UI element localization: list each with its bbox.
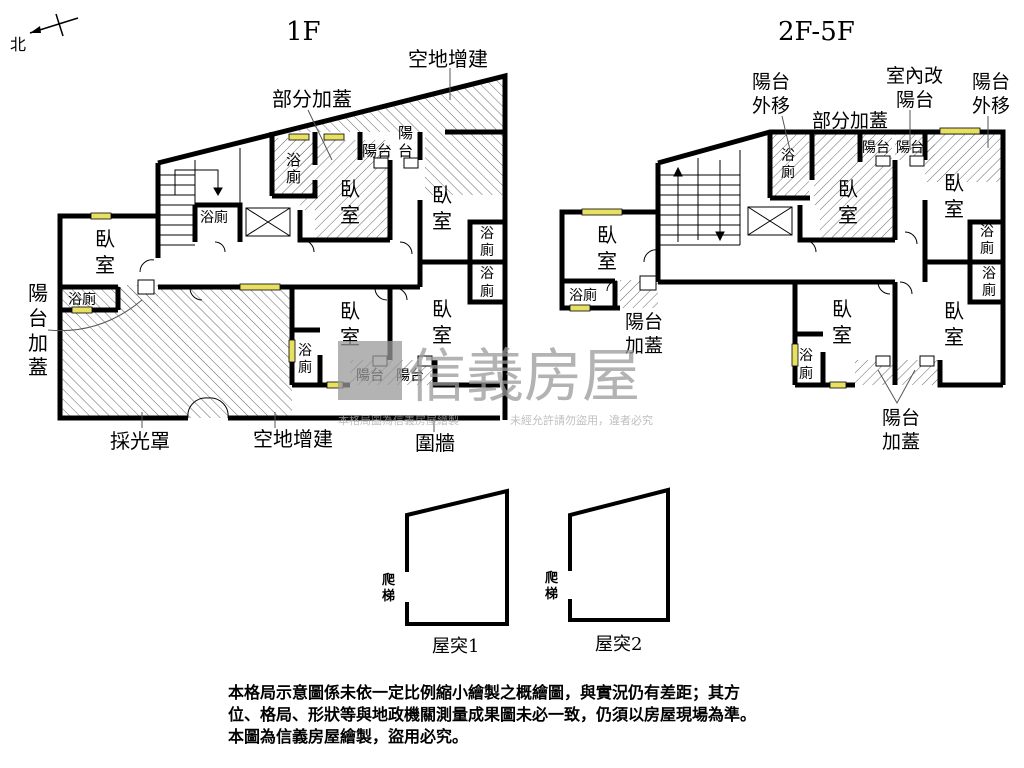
label-balcony-addition: 陽 (28, 281, 48, 305)
label-ladder: 爬 (544, 570, 559, 586)
label-balcony-moved-right: 陽台 (972, 71, 1010, 93)
1f-doors (139, 239, 413, 419)
disclaimer-note: 本格局示意圖係未依一定比例縮小繪製之概繪圖，與實況仍有差距；其方 位、格局、形狀… (228, 682, 908, 748)
roof-1-title: 屋突1 (432, 636, 479, 657)
label-bedroom: 室 (340, 203, 360, 227)
label-balcony-addition-bottom: 加蓋 (882, 431, 920, 453)
roof-2-title: 屋突2 (595, 634, 642, 655)
roof-structure-2: 爬 梯 屋突2 (544, 487, 670, 655)
label-balcony-b: 陽 (398, 124, 413, 142)
label-bedroom: 室 (944, 197, 964, 221)
label-bedroom: 臥 (95, 227, 115, 251)
disclaimer-line-2: 位、格局、形狀等與地政機關測量成果圖未必一致，仍須以房屋現場為準。 (228, 705, 757, 724)
label-indoor-to-balcony: 陽台 (896, 89, 934, 111)
label-bedroom: 室 (832, 323, 852, 347)
label-balcony-addition-bottom: 陽台 (882, 407, 920, 429)
label-balcony-b2: 台 (398, 142, 413, 160)
label-bath: 廁 (480, 242, 494, 259)
floor-2f-5f-title: 2F-5F (778, 17, 855, 47)
label-bedroom: 臥 (432, 183, 452, 207)
label-bath: 浴 (781, 148, 795, 164)
label-bath: 廁 (982, 282, 996, 299)
label-bath: 浴廁 (569, 287, 597, 304)
label-empty-land-ext-bottom: 空地增建 (253, 427, 333, 451)
label-bedroom: 臥 (340, 177, 360, 201)
label-bedroom: 室 (597, 249, 617, 273)
label-balcony-addition: 台 (28, 306, 48, 330)
label-bedroom: 臥 (944, 299, 964, 323)
1f-staircase (158, 148, 241, 246)
label-bath: 浴 (799, 348, 813, 364)
label-bath: 浴 (298, 343, 312, 359)
1f-elevator-icon (245, 207, 291, 237)
label-bedroom: 臥 (597, 223, 617, 247)
label-bedroom: 臥 (944, 171, 964, 195)
watermark-brand: 信義房屋 (408, 342, 640, 410)
floor-1f-plan: 1F (28, 17, 508, 455)
disclaimer-line-1: 本格局示意圖係未依一定比例縮小繪製之概繪圖，與實況仍有差距；其方 (228, 683, 741, 702)
label-bath: 浴 (982, 266, 996, 282)
label-bath: 廁 (980, 240, 994, 257)
label-indoor-to-balcony: 室內改 (886, 65, 943, 87)
label-bedroom: 室 (944, 325, 964, 349)
label-bedroom: 室 (432, 323, 452, 347)
label-bedroom: 臥 (832, 297, 852, 321)
label-fence-wall: 圍牆 (415, 431, 455, 455)
label-bath: 浴 (980, 224, 994, 240)
label-ladder: 梯 (382, 588, 395, 604)
north-compass-icon: 北 (10, 13, 79, 54)
brand-logo-icon (338, 341, 402, 400)
label-bedroom: 臥 (432, 297, 452, 321)
watermark-notice-left: 本格局圖為信義房屋繪製 (338, 413, 459, 427)
roof-structure-1: 爬 梯 屋突1 (381, 488, 509, 657)
label-balcony-moved-right: 外移 (972, 95, 1010, 117)
label-ladder: 梯 (545, 586, 558, 602)
2f-5f-elevator-icon (747, 206, 793, 236)
label-balcony-a: 陽台 (362, 142, 392, 160)
label-bath: 廁 (781, 164, 795, 181)
floor-1f-title: 1F (286, 17, 321, 47)
label-balcony: 陽台 (862, 140, 890, 156)
empty-land-extension-hatch (272, 76, 505, 195)
label-bedroom: 臥 (838, 177, 858, 201)
label-bath: 浴 (480, 266, 494, 282)
label-ladder: 爬 (381, 572, 396, 588)
compass-label: 北 (10, 35, 26, 54)
label-partial-addition: 部分加蓋 (272, 87, 352, 111)
label-partial-addition: 部分加蓋 (812, 110, 888, 132)
2f-5f-doors (606, 231, 918, 295)
label-balcony-moved-left: 陽台 (752, 71, 790, 93)
label-balcony-addition-left: 加蓋 (625, 335, 663, 357)
label-bath: 廁 (286, 168, 301, 186)
label-bath: 廁 (298, 359, 312, 376)
floor-2f-5f-plan: 2F-5F (559, 17, 1010, 453)
label-balcony-addition: 蓋 (28, 355, 48, 379)
2f-5f-staircase (658, 150, 741, 246)
label-bedroom: 室 (432, 209, 452, 233)
label-skylight: 採光罩 (110, 429, 170, 453)
label-balcony-addition: 加 (28, 331, 48, 355)
label-bath: 浴廁 (200, 209, 228, 226)
label-bath: 浴廁 (68, 291, 96, 308)
label-balcony: 陽台 (396, 368, 424, 384)
brand-watermark: 信義房屋 本格局圖為信義房屋繪製 未經允許請勿盜用，違者必究 (338, 341, 653, 427)
watermark-notice-right: 未經允許請勿盜用，違者必究 (510, 413, 653, 427)
label-bath: 浴 (480, 226, 494, 242)
label-empty-land-ext-top: 空地增建 (408, 47, 488, 71)
2f-5f-balcony-fixtures (639, 155, 935, 367)
1f-windows (71, 133, 345, 389)
label-balcony-moved-left: 外移 (752, 95, 790, 117)
disclaimer-line-3: 本圖為信義房屋繪製，盜用必究。 (228, 727, 469, 746)
label-bath: 廁 (799, 365, 813, 382)
label-balcony-addition-left: 陽台 (625, 311, 663, 333)
label-bedroom: 室 (838, 203, 858, 227)
2f-5f-windows (569, 127, 981, 389)
label-bedroom: 室 (95, 253, 115, 277)
label-bath: 廁 (480, 283, 494, 300)
label-balcony: 陽台 (896, 140, 924, 156)
label-bath: 浴 (286, 151, 301, 169)
label-bedroom: 臥 (340, 299, 360, 323)
